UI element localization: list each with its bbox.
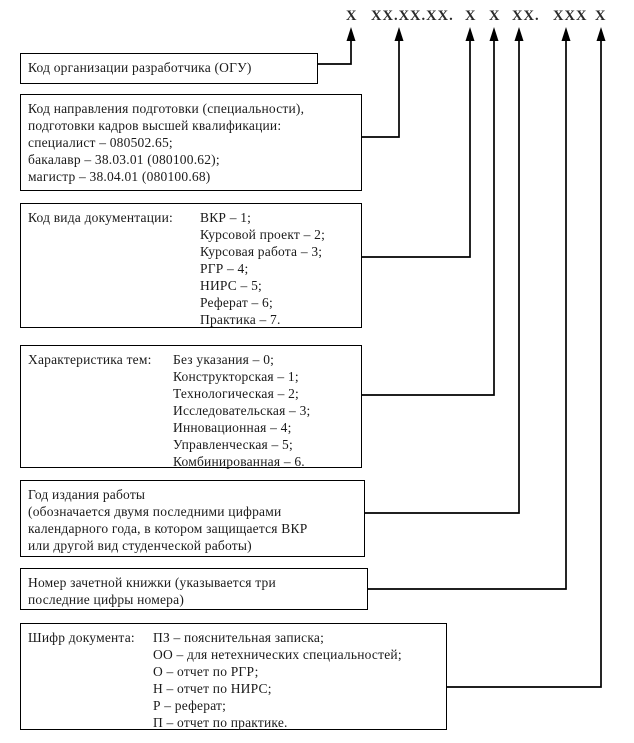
code-group-org: X (346, 8, 358, 24)
box-gradebook-number: Номер зачетной книжки (указывается три п… (20, 568, 368, 610)
text-line: специалист – 080502.65; (28, 135, 173, 150)
text-line: подготовки кадров высшей квалификации: (28, 118, 282, 133)
text-line: Комбинированная – 6. (173, 454, 305, 469)
text-line: ВКР – 1; (200, 210, 252, 225)
box-year-of-issue: Год издания работы (обозначается двумя п… (20, 480, 365, 557)
code-group-gradebook: XXX (553, 8, 588, 24)
arrow-up-icon (561, 27, 571, 41)
code-group-cipher: X (595, 8, 607, 24)
text-line: Исследовательская – 3; (173, 403, 311, 418)
code-group-theme: X (489, 8, 501, 24)
box-document-cipher: Шифр документа: ПЗ – пояснительная запис… (20, 623, 447, 730)
connector-line-specialty (362, 39, 400, 138)
text-line: О – отчет по РГР; (153, 664, 259, 679)
box-specialty-code: Код направления подготовки (специальност… (20, 94, 362, 191)
text-line: бакалавр – 38.03.01 (080100.62); (28, 152, 220, 167)
code-group-doc-type: X (465, 8, 477, 24)
text-line: НИРС – 5; (200, 278, 262, 293)
code-group-specialty: XX.XX.XX. (371, 8, 454, 24)
text-line: Код организации разработчика (ОГУ) (28, 60, 252, 75)
arrow-up-icon (465, 27, 475, 41)
text-line: Практика – 7. (200, 312, 281, 327)
connector-line-theme (362, 39, 495, 396)
text-line: Курсовой проект – 2; (200, 227, 326, 242)
text-line: РГР – 4; (200, 261, 249, 276)
connector-line-gradebook (368, 39, 567, 590)
arrow-up-icon (596, 27, 606, 41)
connector-line-year (365, 39, 520, 514)
arrow-up-icon (394, 27, 404, 41)
text-line: (обозначается двумя последними цифрами (28, 504, 282, 519)
connector-line-org (318, 39, 352, 65)
text-line: или другой вид студенческой работы) (28, 538, 252, 553)
text-line: Управленческая – 5; (173, 437, 293, 452)
arrow-up-icon (346, 27, 356, 41)
text-line: магистр – 38.04.01 (080100.68) (28, 169, 211, 184)
code-group-year: XX. (512, 8, 540, 24)
arrow-up-icon (514, 27, 524, 41)
box-theme-characteristic: Характеристика тем: Без указания – 0; Ко… (20, 345, 362, 470)
text-line: Курсовая работа – 3; (200, 244, 323, 259)
text-line: Конструкторская – 1; (173, 369, 299, 384)
box-items: ПЗ – пояснительная записка; ОО – для нет… (153, 629, 440, 731)
box-org-code: Код организации разработчика (ОГУ) (20, 53, 318, 84)
text-line: Год издания работы (28, 487, 146, 502)
box-doc-type-code: Код вида документации: ВКР – 1; Курсовой… (20, 203, 362, 328)
text-line: П – отчет по практике. (153, 715, 288, 730)
text-line: Н – отчет по НИРС; (153, 681, 272, 696)
text-line: Без указания – 0; (173, 352, 275, 367)
text-line: Технологическая – 2; (173, 386, 300, 401)
connector-line-doc-type (362, 39, 471, 258)
text-line: Реферат – 6; (200, 295, 273, 310)
text-line: календарного года, в котором защищается … (28, 521, 308, 536)
text-line: последние цифры номера) (28, 592, 185, 607)
text-line: Номер зачетной книжки (указывается три (28, 575, 276, 590)
text-line: Код направления подготовки (специальност… (28, 101, 305, 116)
arrow-up-icon (489, 27, 499, 41)
box-items: Без указания – 0; Конструкторская – 1; Т… (173, 351, 355, 470)
text-line: Р – реферат; (153, 698, 227, 713)
text-line: Инновационная – 4; (173, 420, 292, 435)
connector-line-cipher (447, 39, 602, 688)
box-items: ВКР – 1; Курсовой проект – 2; Курсовая р… (200, 209, 355, 328)
box-label: Характеристика тем: (28, 352, 152, 367)
box-label: Шифр документа: (28, 630, 135, 645)
text-line: ОО – для нетехнических специальностей; (153, 647, 402, 662)
box-label: Код вида документации: (28, 210, 173, 225)
text-line: ПЗ – пояснительная записка; (153, 630, 325, 645)
